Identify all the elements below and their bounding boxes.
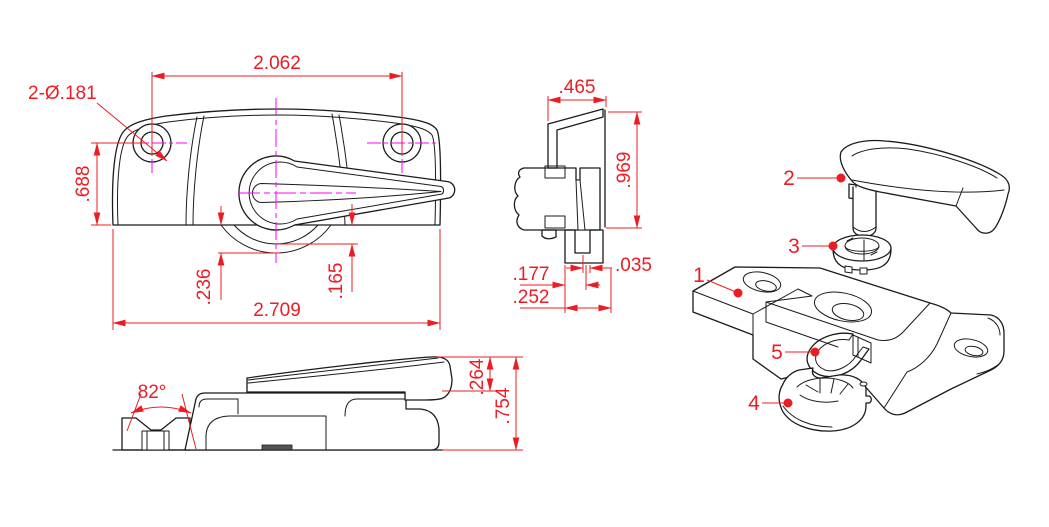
- dim-foot-outer: .252: [513, 287, 550, 308]
- part-base-plate: [692, 266, 1005, 416]
- dim-countersink-angle: 82°: [138, 382, 167, 403]
- dim-hole-height: .688: [73, 166, 94, 203]
- section-geometry: [513, 108, 606, 264]
- callout-num-4: 4: [748, 392, 760, 415]
- dim-top-width: .465: [559, 77, 596, 98]
- callout-dot-1: [733, 288, 743, 298]
- front-dimensions: 2.062 2-Ø.181 .688 .236 .165 2.709: [28, 53, 441, 330]
- side-dimensions: 82° .264 .754: [126, 356, 523, 451]
- callout-dot-3: [828, 241, 838, 251]
- callout-num-3: 3: [788, 235, 800, 258]
- side-view: 82° .264 .754: [112, 356, 523, 451]
- dim-foot-inner: .177: [513, 264, 550, 285]
- callout-dot-5: [810, 347, 820, 357]
- dim-cam-inner: .165: [326, 263, 347, 300]
- part-cam: [778, 367, 872, 432]
- callout-5: 5: [771, 341, 820, 364]
- callout-4: 4: [748, 392, 793, 415]
- dim-hole-callout: 2-Ø.181: [28, 83, 97, 104]
- callout-3: 3: [788, 235, 838, 258]
- callout-2: 2: [783, 167, 846, 190]
- callout-num-5: 5: [771, 341, 783, 364]
- dim-overall-width: 2.709: [253, 300, 301, 321]
- callouts: 1 2 3 4 5: [693, 167, 846, 415]
- dim-handle-rise: .264: [467, 358, 488, 395]
- dim-lip-offset: .035: [615, 255, 652, 276]
- exploded-view: 1 2 3 4 5: [692, 139, 1010, 432]
- callout-num-2: 2: [783, 167, 795, 190]
- callout-dot-2: [836, 173, 846, 183]
- callout-1: 1: [693, 264, 743, 298]
- side-geometry: [112, 356, 453, 451]
- dim-section-height: .969: [614, 152, 635, 189]
- front-view: 2.062 2-Ø.181 .688 .236 .165 2.709: [28, 53, 456, 330]
- callout-dot-4: [783, 398, 793, 408]
- part-bushing: [832, 234, 892, 275]
- dim-hole-spacing: 2.062: [253, 53, 301, 74]
- gasket-notch: [261, 444, 293, 451]
- section-view: .465 .969 .035 .177 .252: [513, 77, 652, 313]
- callout-num-1: 1: [693, 264, 705, 287]
- dim-side-height: .754: [493, 387, 514, 424]
- section-dimensions: .465 .969 .035 .177 .252: [513, 77, 652, 313]
- part-spring-clip: [806, 332, 870, 378]
- dim-cam-outer: .236: [194, 269, 215, 306]
